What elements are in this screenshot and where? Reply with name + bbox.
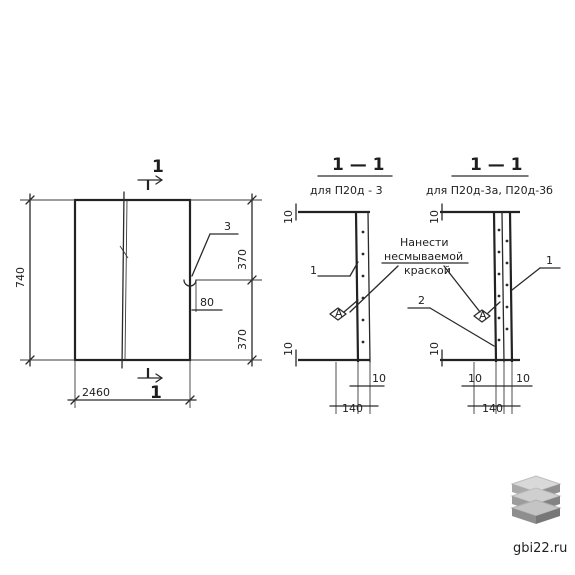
section-mark-bottom: 1 <box>137 368 163 403</box>
dim-width-label: 2460 <box>82 386 110 399</box>
dim-hole-label: 80 <box>200 296 214 309</box>
dim-width: 2460 <box>67 360 197 408</box>
section-mark-top: 1 <box>137 157 164 190</box>
section-b-dim-width: 140 <box>482 402 503 415</box>
section-b-subtitle: для П20д-3а, П20д-3б <box>426 184 553 197</box>
section-b-dim-thick-a: 10 <box>468 372 482 385</box>
dim-halves: 370 370 <box>190 193 262 367</box>
section-a-dim-bottom: 10 <box>282 342 295 356</box>
section-mark-top-label: 1 <box>152 157 164 177</box>
dim-hole: 80 <box>191 282 223 312</box>
section-a-dim-thick: 10 <box>372 372 386 385</box>
hole-mark <box>183 279 197 287</box>
section-a-mark-letter: А <box>335 307 343 320</box>
section-b-web-left <box>492 211 498 363</box>
section-b-dim-bottom: 10 <box>428 342 441 356</box>
section-a-subtitle: для П20д - 3 <box>310 184 383 197</box>
section-b-callout-2: 2 <box>418 294 425 307</box>
section-b-dim-top: 10 <box>428 210 441 224</box>
section-a: 1 — 1 для П20д - 3 10 10 1 А <box>282 155 393 415</box>
section-b-studs <box>497 228 509 342</box>
note-line-2: несмываемой <box>384 250 463 263</box>
dim-height-label: 740 <box>14 267 27 288</box>
section-a-dim-width: 140 <box>342 402 363 415</box>
note-line-1: Нанести <box>400 236 449 249</box>
dim-height: 740 <box>14 193 75 367</box>
paint-note: Нанести несмываемой краской <box>349 236 481 313</box>
section-a-dim-top: 10 <box>282 210 295 224</box>
section-b-dim-thick-b: 10 <box>516 372 530 385</box>
plan-view: 1 1 740 370 370 <box>14 157 262 408</box>
dim-lower-half-label: 370 <box>236 329 249 350</box>
section-a-studs <box>361 230 365 344</box>
section-b-web-right <box>508 211 514 363</box>
section-b-callout-1: 1 <box>546 254 553 267</box>
section-a-callout: 1 <box>310 264 317 277</box>
section-a-mark <box>329 307 347 321</box>
brand-site-label: gbi22.ru <box>513 541 567 556</box>
brand-logo-icon <box>510 475 562 524</box>
dim-upper-half-label: 370 <box>236 249 249 270</box>
section-b-title: 1 — 1 <box>470 155 523 175</box>
section-a-title: 1 — 1 <box>332 155 385 175</box>
panel-center-joint <box>121 191 125 369</box>
callout-3-label: 3 <box>224 220 231 233</box>
section-mark-bottom-label: 1 <box>150 383 162 403</box>
section-a-web <box>354 211 360 363</box>
panel-outline <box>73 198 192 362</box>
section-b: 1 — 1 для П20д-3а, П20д-3б 10 10 <box>407 155 561 415</box>
callout-3: 3 <box>191 220 239 277</box>
section-b-mark-letter: А <box>479 309 487 322</box>
note-line-3: краской <box>404 264 451 277</box>
